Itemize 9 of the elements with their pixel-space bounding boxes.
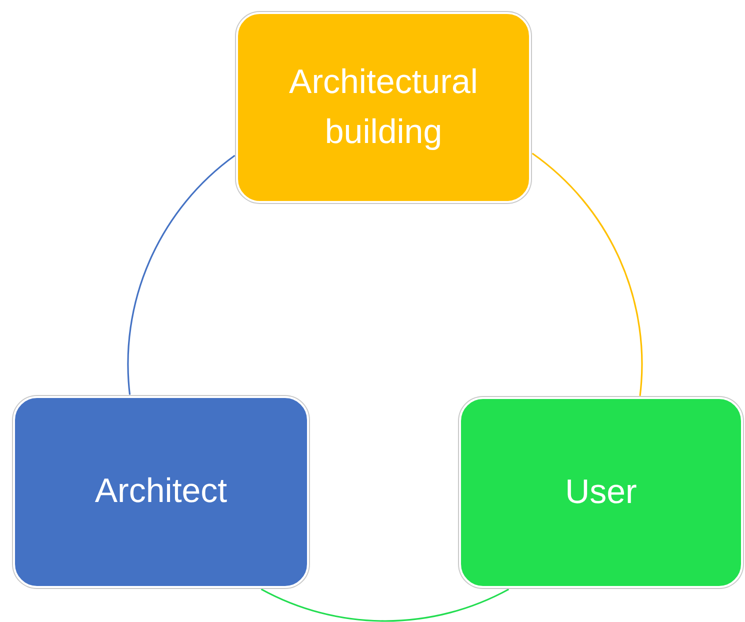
rounded-box [13, 396, 309, 588]
rounded-box [459, 397, 743, 588]
curved-connector [532, 152, 643, 396]
node-label: User [564, 472, 638, 513]
node-label: Architect [94, 471, 228, 512]
node-label: Architectural building [288, 62, 479, 152]
curved-connector [127, 154, 236, 395]
curved-connector [260, 588, 510, 622]
rounded-box [236, 12, 531, 203]
